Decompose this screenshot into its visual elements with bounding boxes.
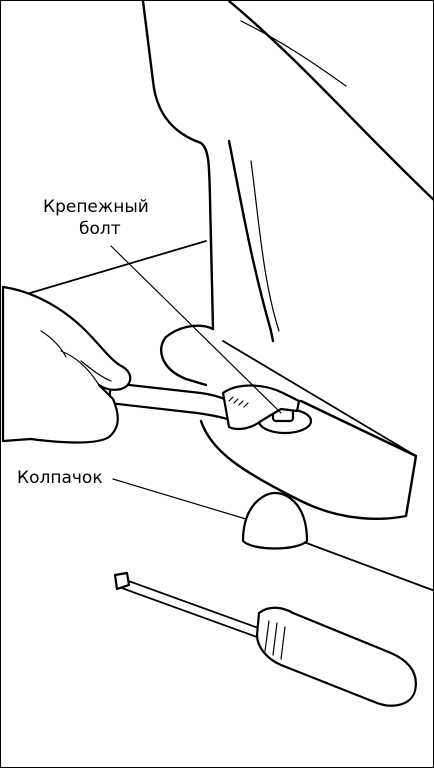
label-mounting-bolt-line1: Крепежный xyxy=(43,197,149,217)
hand-fingers xyxy=(40,330,112,386)
wrench-knurl xyxy=(228,396,249,408)
toilet-crease xyxy=(240,20,347,87)
wrench-head xyxy=(221,384,301,431)
hand xyxy=(1,285,132,444)
base-top-edge xyxy=(222,340,417,457)
cap-leader xyxy=(112,478,247,520)
cap xyxy=(241,491,309,550)
screwdriver-tip xyxy=(113,571,131,591)
bolt-leader xyxy=(110,245,282,414)
floor-line xyxy=(2,240,207,302)
pedestal-shade xyxy=(250,160,280,332)
screwdriver-handle xyxy=(255,606,417,707)
toilet-body-right xyxy=(227,1,434,202)
toilet-base xyxy=(199,399,418,520)
toilet-body xyxy=(141,1,215,387)
wall-baseline xyxy=(300,540,434,592)
pedestal-side xyxy=(227,139,275,343)
screwdriver-shaft xyxy=(118,578,262,638)
wrench-handle xyxy=(107,381,239,423)
label-cap: Колпачок xyxy=(17,468,103,488)
label-mounting-bolt-line2: болт xyxy=(79,219,121,239)
screwdriver-grip xyxy=(264,620,286,660)
